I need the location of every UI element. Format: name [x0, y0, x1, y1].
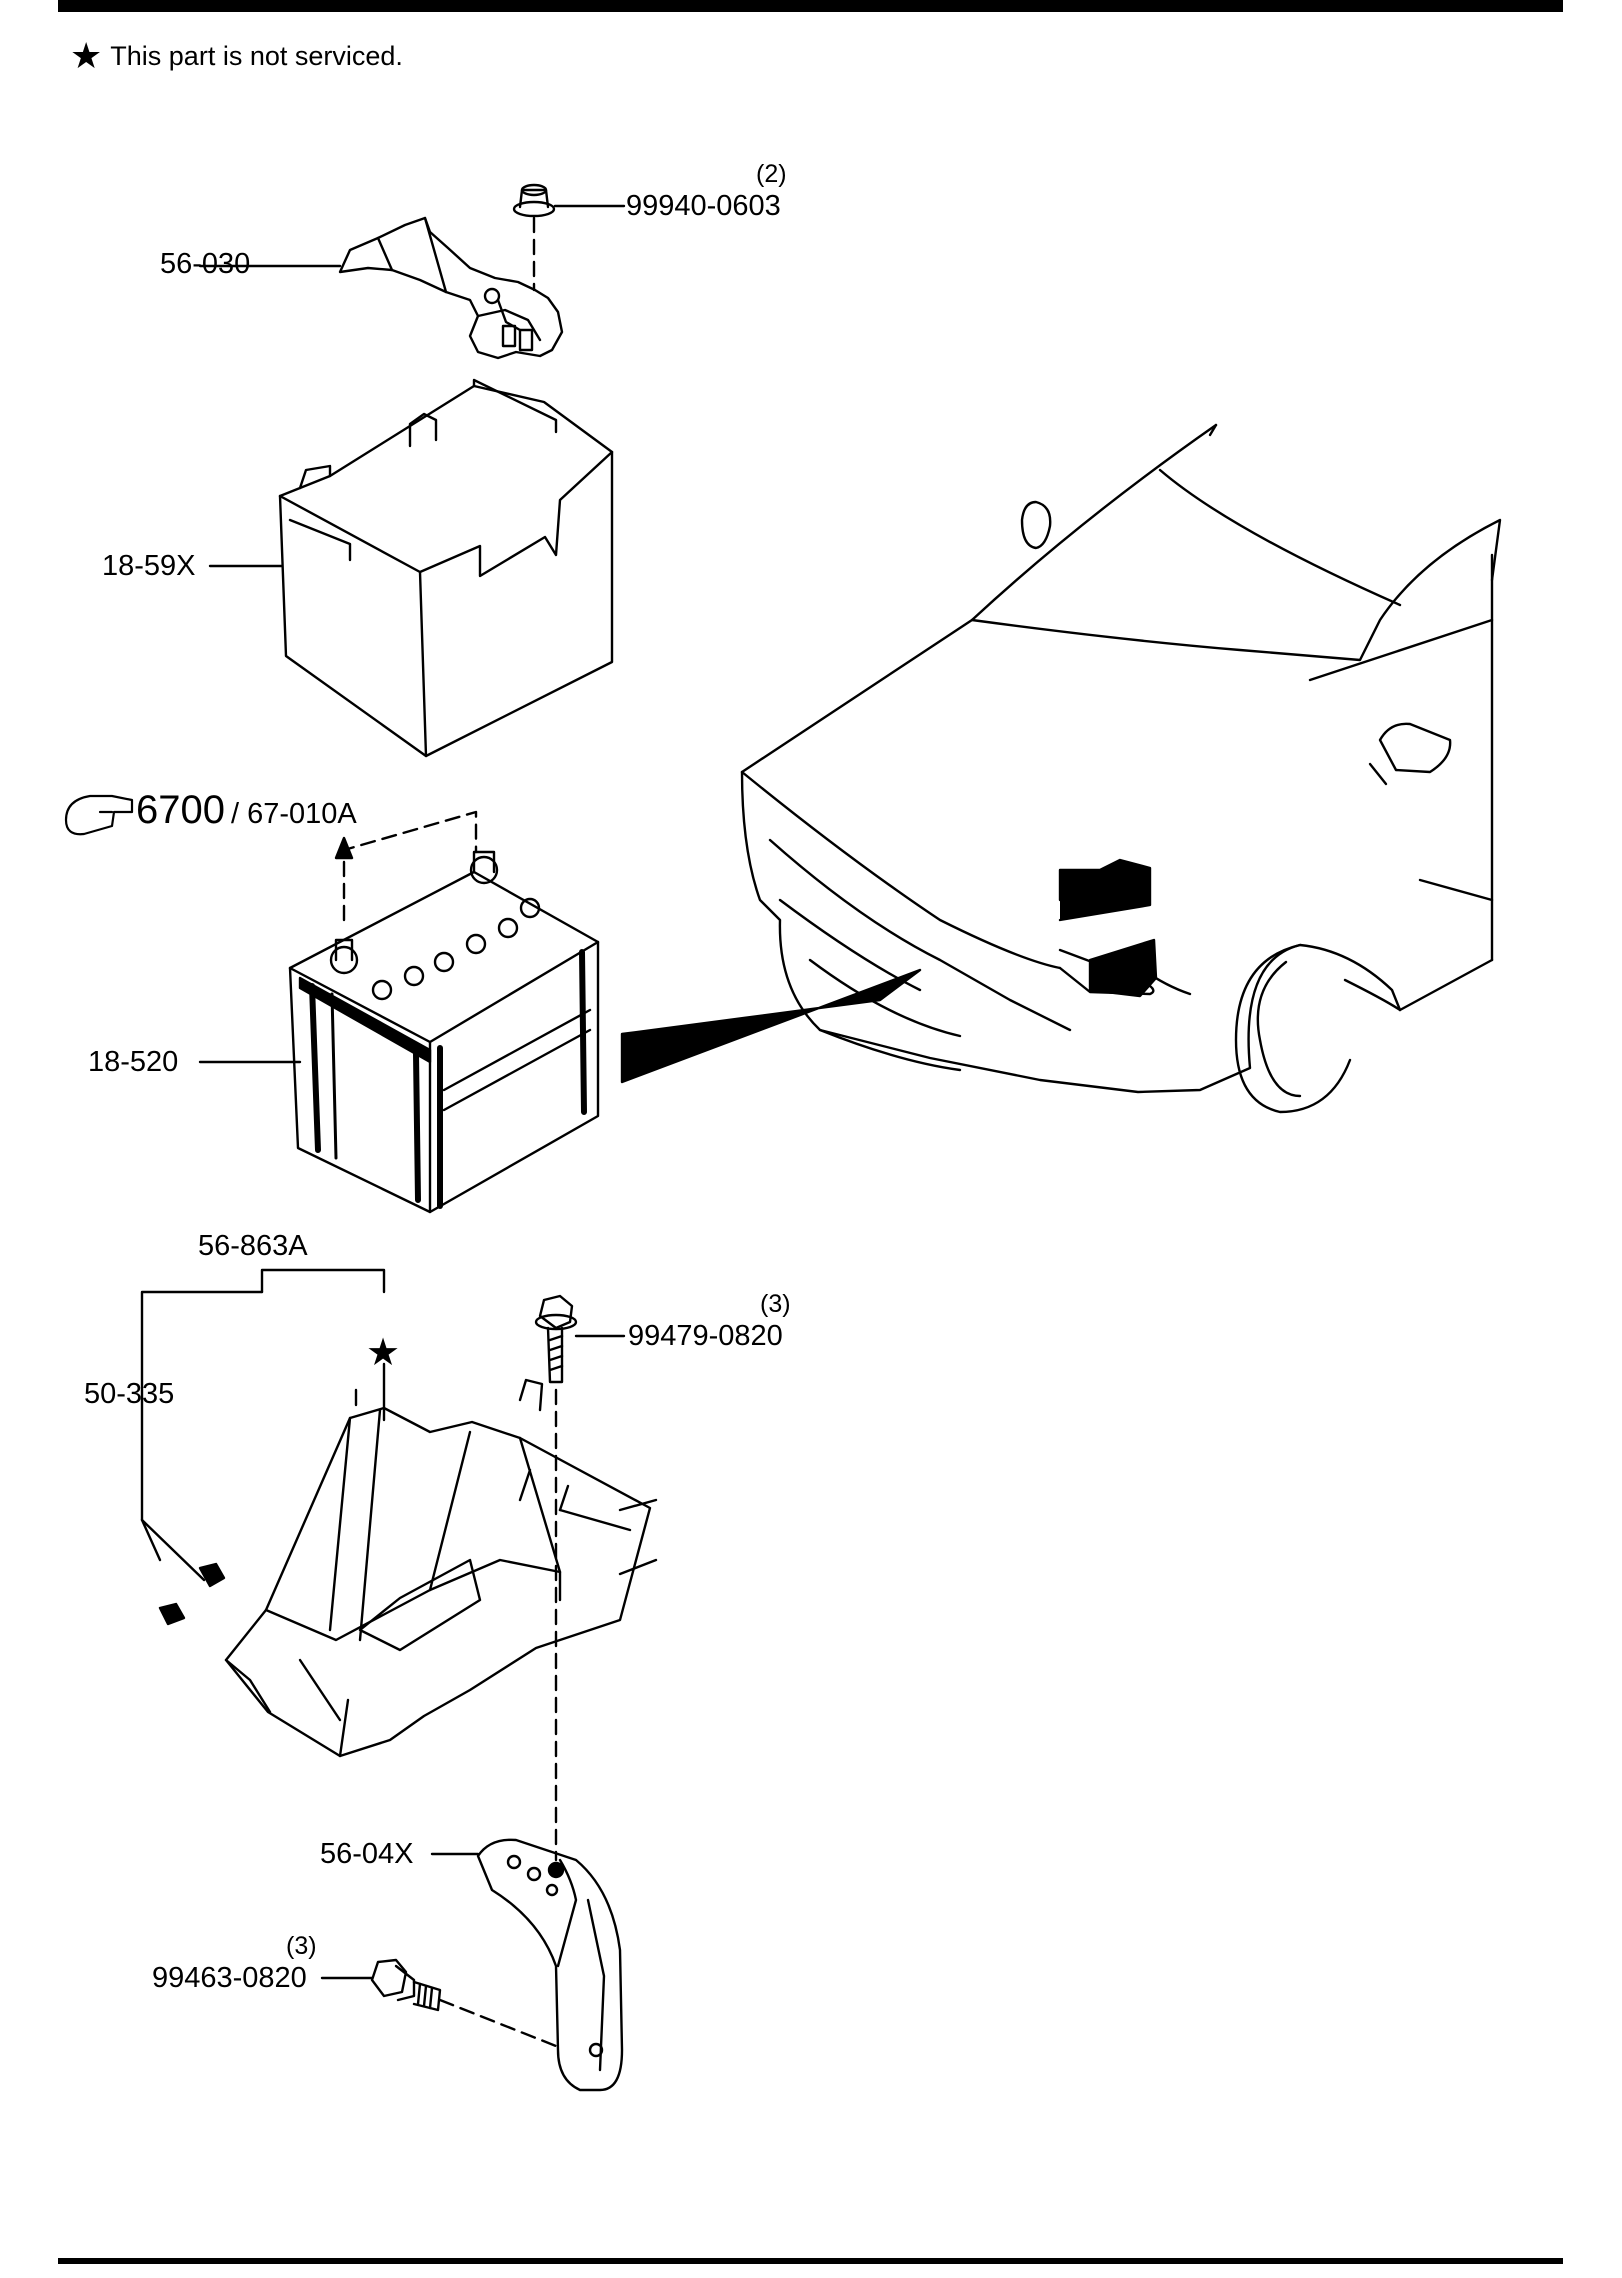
- support-bracket-56-04x: [476, 1838, 624, 2092]
- label-99479-0820: 99479-0820: [628, 1320, 783, 1352]
- star-icon: ★: [70, 35, 103, 76]
- battery-cover-box: [278, 378, 614, 758]
- label-56-030: 56-030: [160, 248, 251, 280]
- label-18-520: 18-520: [88, 1046, 179, 1078]
- bolt-99479: [534, 1294, 578, 1384]
- label-ref-67-010a: / 67-010A: [230, 798, 357, 830]
- label-56-04x: 56-04X: [320, 1838, 414, 1870]
- qty-99479: (3): [760, 1290, 791, 1318]
- bolt-99463: [370, 1958, 442, 2012]
- bracket-50-335: [140, 1290, 264, 1562]
- star-icon: ★: [366, 1332, 401, 1374]
- not-serviced-note: ★ This part is not serviced.: [70, 38, 403, 74]
- clip-nuts-50-335: [158, 1562, 226, 1626]
- qty-99940: (2): [756, 160, 787, 188]
- pointer-wedge: [620, 968, 922, 1084]
- note-text: This part is not serviced.: [110, 40, 403, 71]
- label-ref-6700: 6700: [136, 788, 225, 832]
- label-99940-0603: 99940-0603: [626, 190, 781, 222]
- label-99463-0820: 99463-0820: [152, 1962, 307, 1994]
- qty-99463: (3): [286, 1932, 317, 1960]
- battery-18-520: [288, 850, 600, 1214]
- pointing-hand-icon: [64, 794, 134, 836]
- top-rule: [58, 0, 1563, 12]
- car-front-illustration: [740, 423, 1502, 1114]
- label-50-335: 50-335: [84, 1378, 175, 1410]
- label-56-863a: 56-863A: [198, 1230, 308, 1262]
- battery-tray-56-863a: [224, 1378, 658, 1758]
- arrow-up: [334, 836, 354, 860]
- label-18-59x: 18-59X: [102, 550, 196, 582]
- bracket-56-863a: [260, 1268, 386, 1294]
- nut-99940: [512, 183, 556, 218]
- reference-label: 6700 / 67-010A: [136, 790, 357, 830]
- leader-50-335b: [140, 1518, 206, 1582]
- dash-terminal: [342, 810, 478, 922]
- dash-99463: [438, 1998, 558, 2048]
- bottom-rule: [58, 2258, 1563, 2264]
- battery-clamp-bracket: [338, 216, 564, 360]
